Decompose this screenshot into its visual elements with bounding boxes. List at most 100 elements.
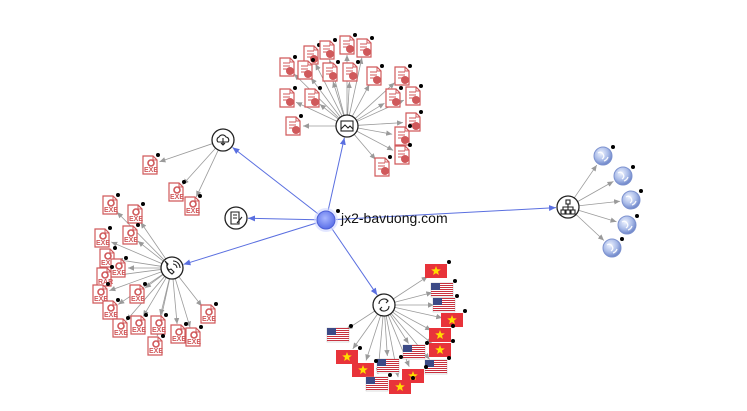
leaf-edge [116,257,162,267]
edge-resolutions [331,227,378,296]
file-node[interactable] [304,86,322,108]
file-image-icon [378,162,385,170]
file-gear-icon [134,288,142,296]
file-node[interactable]: EXE [142,153,160,175]
leaf-edge [384,315,390,357]
file-node[interactable] [339,33,357,55]
node-dot [113,246,117,250]
file-node[interactable]: EXE [200,302,218,324]
center-node[interactable] [314,208,340,232]
file-type-label: EXE [129,216,143,223]
file-node[interactable] [394,124,412,146]
file-node[interactable] [342,60,360,82]
node-dot [455,294,459,298]
file-image-icon [301,65,308,73]
file-type-label: EXE [170,194,184,201]
node-dot [408,64,412,68]
file-node[interactable]: EXE [127,202,145,224]
file-node[interactable]: EXE [168,180,186,202]
file-type-label: EXE [101,260,115,267]
usa-flag-icon[interactable] [365,373,392,392]
vietnam-flag-icon[interactable] [389,376,415,394]
node-dot [299,114,303,118]
file-node[interactable] [385,86,403,108]
node-dot [620,237,624,241]
vietnam-flag-icon[interactable] [429,339,455,357]
node-dot [108,226,112,230]
file-node[interactable]: EXE [122,223,140,245]
vietnam-flag-icon[interactable] [425,260,451,278]
file-node[interactable] [394,143,412,165]
file-image-icon [370,71,377,79]
file-node[interactable] [285,114,303,136]
node-dot [136,223,140,227]
file-type-label: EXE [124,237,138,244]
edge-downloaded-files [232,146,319,215]
file-image-icon [326,67,333,75]
node-dot [126,316,130,320]
node-dot [463,309,467,313]
globe-icon[interactable] [593,145,615,166]
file-node[interactable]: EXE [102,298,120,320]
file-type-label: EXE [152,327,166,334]
vietnam-flag-icon[interactable] [429,324,455,342]
file-node[interactable]: EXE [184,194,202,216]
image-file-icon[interactable] [335,114,359,138]
file-node[interactable]: EXE [170,322,188,344]
file-node[interactable] [405,84,423,106]
file-node[interactable]: EXE [102,193,120,215]
file-node[interactable]: EXE [185,325,203,347]
file-node[interactable] [356,36,374,58]
vietnam-flag-icon[interactable] [336,346,362,364]
file-node[interactable] [366,64,384,86]
edge-communicating-files [183,222,317,266]
usa-flag-icon[interactable] [432,294,459,313]
file-node[interactable]: EXE [112,316,130,338]
network-tree-icon[interactable] [556,195,580,219]
usa-flag-icon[interactable] [424,356,451,375]
file-node[interactable] [279,86,297,108]
node-dot [419,110,423,114]
usa-flag-icon[interactable] [326,324,353,343]
file-node[interactable] [405,110,423,132]
globe-icon[interactable] [613,165,635,186]
file-node[interactable] [322,60,340,82]
usa-flag-icon[interactable] [402,341,429,360]
file-type-label: EXE [94,296,108,303]
file-node[interactable] [394,64,412,86]
file-node[interactable]: EXE [147,334,165,356]
globe-icon[interactable] [621,189,643,210]
file-gear-icon [155,319,163,327]
file-node[interactable] [319,38,337,60]
file-node[interactable]: EXE [130,313,148,335]
file-node[interactable] [279,55,297,77]
vietnam-flag-icon[interactable] [441,309,467,327]
file-node[interactable]: EXE [92,282,110,304]
phone-signal-icon[interactable] [160,256,184,280]
leaf-edge [356,102,385,121]
usa-flag-icon[interactable] [430,279,457,298]
leaf-edge [137,240,164,262]
file-node[interactable]: EXE [94,226,112,248]
refresh-arrows-icon[interactable] [372,293,396,317]
leaf-edge [394,291,433,303]
file-node[interactable] [297,58,315,80]
usa-flag-icon[interactable] [376,355,403,374]
file-type-label: EXE [96,240,110,247]
leaf-edge [332,81,345,116]
document-edit-icon[interactable] [224,206,248,230]
globe-icon[interactable] [617,214,639,235]
cloud-download-icon[interactable] [211,128,235,152]
file-node[interactable] [374,155,392,177]
file-node[interactable]: RAR [96,265,114,287]
vietnam-flag-icon[interactable] [352,359,378,377]
file-type-label: EXE [131,296,145,303]
file-node[interactable]: EXE [150,313,168,335]
node-dot [425,341,429,345]
file-node[interactable]: EXE [129,282,147,304]
globe-icon[interactable] [602,237,624,258]
leaf-edge [111,241,163,265]
file-gear-icon [147,159,155,167]
leaf-edge [356,130,394,151]
